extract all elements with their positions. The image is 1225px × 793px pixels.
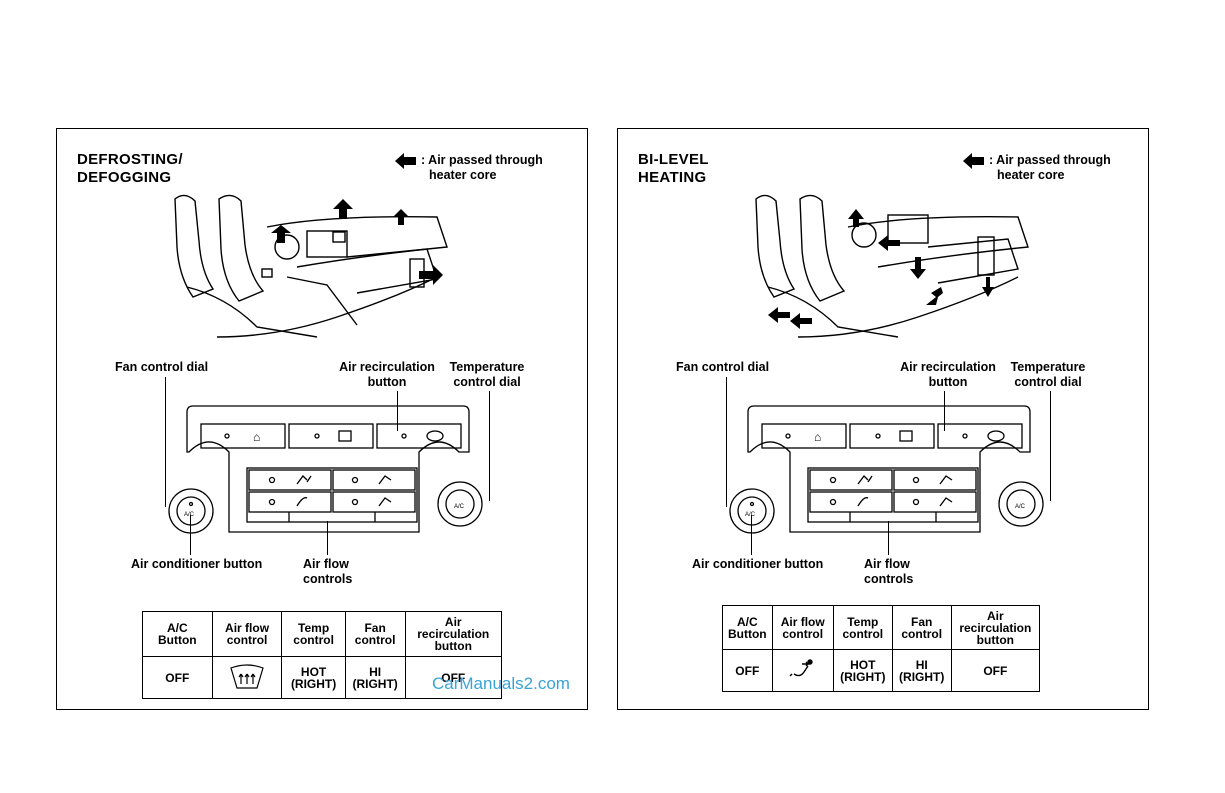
leader-line [726, 377, 727, 507]
table-header-row: A/C Button Air flow control Temp control… [722, 605, 1041, 650]
legend-line-1: : Air passed through [421, 153, 543, 167]
value-recirc: OFF [404, 656, 503, 699]
temp-label-line-2: control dial [1014, 375, 1082, 389]
value-ac: OFF [142, 656, 213, 699]
leader-line [190, 515, 191, 555]
climate-control-panel: ⌂ A/C A/C [729, 405, 1044, 534]
watermark: CarManuals2.com [432, 674, 570, 693]
value-ac: OFF [722, 649, 773, 692]
table-row: OFF HOT (RIGHT) HI (RIGHT) OFF [722, 649, 1041, 692]
header-text: Air flow control [780, 614, 825, 641]
climate-control-panel: ⌂ A/C A/C [168, 405, 483, 534]
fan-control-dial-label: Fan control dial [115, 360, 209, 374]
airflow-label-line-1: Air flow [864, 557, 910, 571]
airflow-label-line-2: controls [303, 572, 353, 586]
temp-label-line-1: Temperature [1010, 360, 1086, 374]
temp-label-line-1: Temperature [449, 360, 525, 374]
ac-button-text: A/C [745, 512, 756, 518]
title-line-2: HEATING [638, 169, 707, 186]
panel-title: DEFROSTING/ DEFOGGING [77, 151, 183, 187]
temp-label-line-2: control dial [453, 375, 521, 389]
leader-line [489, 391, 490, 501]
vehicle-interior-illustration [755, 194, 1029, 338]
recirc-label-line-2: button [367, 375, 407, 389]
ac-button-text: A/C [184, 512, 195, 518]
ac-dial-text: A/C [454, 504, 465, 510]
legend-line-2: heater core [997, 168, 1065, 182]
table-row: OFF HOT (RIGHT) HI (RIGHT) OFF [142, 656, 503, 699]
value-airflow [211, 656, 283, 699]
panel-title: BI-LEVEL HEATING [638, 151, 709, 187]
recirc-label-line-1: Air recirculation [339, 360, 435, 374]
value-text: HOT (RIGHT) [290, 664, 337, 691]
defrost-icon [230, 663, 264, 689]
title-line-1: BI-LEVEL [638, 151, 709, 168]
value-recirc: OFF [950, 649, 1041, 692]
recirc-label-line-1: Air recirculation [900, 360, 996, 374]
value-fan: HI (RIGHT) [891, 649, 952, 692]
vehicle-interior-illustration [174, 194, 448, 338]
air-recirculation-label: Air recirculation button [888, 360, 1008, 390]
value-text: HI (RIGHT) [899, 657, 945, 684]
header-recirc: Air recirculation button [950, 605, 1041, 650]
header-temp: Temp control [832, 605, 893, 650]
temperature-dial-label: Temperature control dial [1003, 360, 1093, 390]
airflow-label-line-2: controls [864, 572, 914, 586]
header-fan: Fan control [344, 611, 406, 657]
leader-line [888, 521, 889, 555]
header-text: A/C Button [727, 614, 767, 641]
air-conditioner-button-label: Air conditioner button [692, 557, 824, 571]
value-text: HOT (RIGHT) [840, 657, 886, 684]
header-text: Fan control [901, 614, 943, 641]
header-text: Temp control [293, 621, 334, 647]
header-text: A/C Button [157, 621, 197, 647]
air-flow-controls-label: Air flow controls [864, 557, 913, 587]
leader-line [327, 521, 328, 555]
header-text: Air flow control [225, 621, 270, 647]
value-fan: HI (RIGHT) [344, 656, 406, 699]
value-text: HI (RIGHT) [352, 664, 398, 691]
header-ac: A/C Button [722, 605, 773, 650]
header-temp: Temp control [281, 611, 346, 657]
bi-level-icon [789, 658, 813, 676]
airflow-label-line-1: Air flow [303, 557, 349, 571]
leader-line [1050, 391, 1051, 501]
heater-core-arrow-icon [963, 153, 984, 169]
header-ac: A/C Button [142, 611, 213, 657]
header-airflow: Air flow control [211, 611, 283, 657]
recirc-label-line-2: button [928, 375, 968, 389]
value-airflow [771, 649, 834, 692]
leader-line [944, 391, 945, 431]
value-temp: HOT (RIGHT) [832, 649, 893, 692]
legend-line-2: heater core [429, 168, 497, 182]
header-recirc: Air recirculation button [404, 611, 503, 657]
header-airflow: Air flow control [771, 605, 834, 650]
title-line-1: DEFROSTING/ [77, 151, 183, 168]
header-fan: Fan control [891, 605, 952, 650]
air-recirculation-label: Air recirculation button [327, 360, 447, 390]
temperature-dial-label: Temperature control dial [442, 360, 532, 390]
header-text: Air recirculation button [417, 615, 490, 653]
air-conditioner-button-label: Air conditioner button [131, 557, 263, 571]
leader-line [751, 515, 752, 555]
svg-text:⌂: ⌂ [814, 430, 821, 444]
defrosting-panel: DEFROSTING/ DEFOGGING : Air passed throu… [56, 128, 588, 710]
settings-table: A/C Button Air flow control Temp control… [722, 605, 1041, 692]
leader-line [165, 377, 166, 507]
header-text: Fan control [354, 621, 396, 647]
header-text: Temp control [842, 614, 884, 641]
ac-dial-text: A/C [1015, 504, 1026, 510]
legend-line-1: : Air passed through [989, 153, 1111, 167]
bi-level-heating-panel: BI-LEVEL HEATING : Air passed through he… [617, 128, 1149, 710]
header-text: Air recirculation button [959, 608, 1032, 647]
leader-line [397, 391, 398, 431]
air-flow-controls-label: Air flow controls [303, 557, 352, 587]
table-header-row: A/C Button Air flow control Temp control… [142, 611, 503, 657]
title-line-2: DEFOGGING [77, 169, 172, 186]
value-temp: HOT (RIGHT) [281, 656, 346, 699]
fan-control-dial-label: Fan control dial [676, 360, 770, 374]
settings-table: A/C Button Air flow control Temp control… [142, 611, 503, 699]
heater-core-arrow-icon [395, 153, 416, 169]
svg-text:⌂: ⌂ [253, 430, 260, 444]
